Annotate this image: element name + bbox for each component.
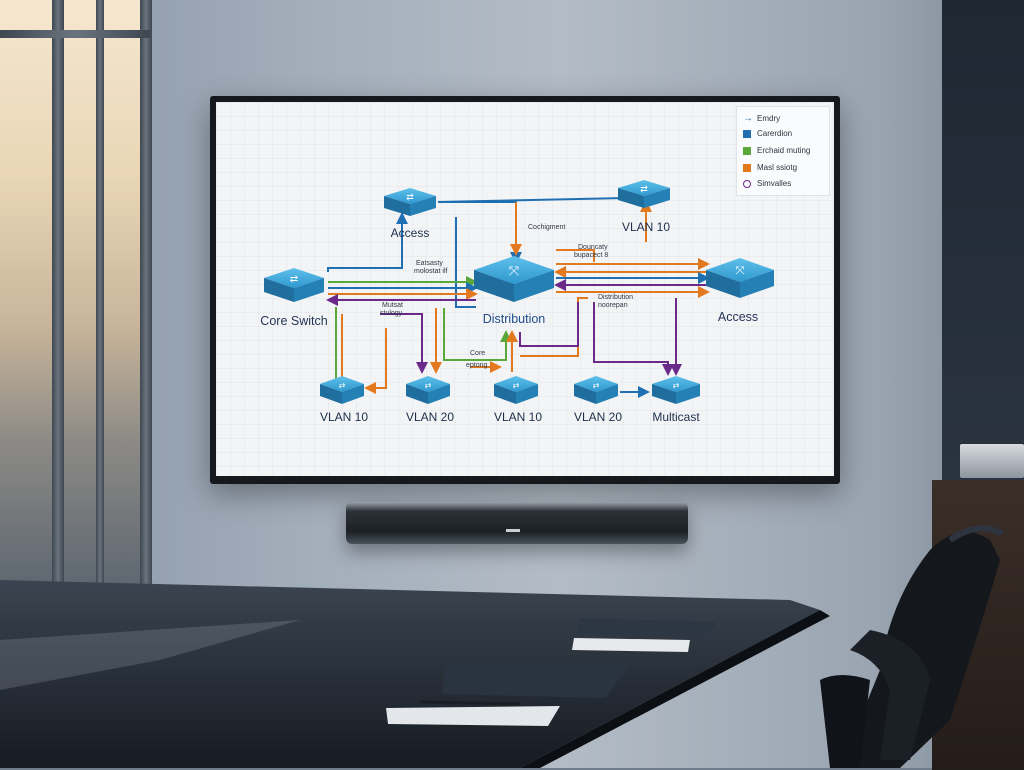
annotation-text: Mutsat [382, 302, 404, 309]
notepad-icon [572, 618, 716, 652]
soundbar [346, 502, 688, 544]
node-label-vlan10-a: VLAN 10 [319, 410, 369, 424]
svg-text:⇄: ⇄ [425, 381, 432, 390]
switch-icon: ⇄ [384, 188, 436, 216]
legend-item: →Emdry [743, 113, 781, 124]
node-label-core-switch: Core Switch [260, 314, 328, 328]
legend-item: Carerdion [743, 129, 792, 138]
switch-icon: ⇄ [652, 376, 700, 404]
svg-text:⤧: ⤧ [509, 263, 520, 278]
annotation-text: Eatsasty [416, 260, 443, 267]
annotation-text: eptong [466, 362, 488, 369]
link-line [455, 217, 476, 308]
legend-item: Simvalles [743, 179, 791, 188]
svg-text:⇄: ⇄ [673, 381, 680, 390]
square-icon [743, 163, 751, 172]
link-line [443, 308, 512, 361]
svg-text:⇄: ⇄ [593, 381, 600, 390]
notepad-icon [386, 662, 630, 726]
annotation-text: bupacect 8 [574, 252, 609, 259]
window [0, 0, 150, 590]
node-label-vlan10-top: VLAN 10 [621, 220, 671, 234]
window-transom [0, 30, 150, 38]
switch-icon: ⇄ [320, 376, 364, 404]
link-line [556, 249, 595, 262]
svg-text:⤧: ⤧ [736, 265, 745, 277]
svg-text:⇄: ⇄ [290, 274, 298, 285]
link-line [327, 212, 408, 272]
window-mullion [140, 0, 152, 590]
window-mullion [96, 0, 104, 590]
node-label-multicast: Multicast [652, 410, 700, 424]
svg-text:⇄: ⇄ [339, 381, 346, 390]
switch-icon: ⇄ [264, 268, 324, 302]
diagram-legend: →Emdry Carerdion Erchaid muting Masl ssi… [736, 106, 830, 196]
switch-icon: ⤧ [474, 256, 554, 302]
av-receiver [960, 444, 1024, 478]
network-diagram: ⇄ ⇄ ⇄ ⤧ [216, 102, 834, 476]
square-icon [743, 129, 751, 138]
link-line [380, 313, 428, 374]
annotation-text: stulogy [380, 310, 403, 317]
switch-icon: ⇄ [574, 376, 618, 404]
svg-text:⇄: ⇄ [406, 192, 414, 202]
switch-icon: ⤧ [706, 258, 774, 298]
node-label-vlan20-a: VLAN 20 [405, 410, 455, 424]
annotation-text: Distribution [598, 294, 634, 301]
legend-item: Erchaid muting [743, 146, 810, 155]
link-line [519, 302, 579, 347]
dark-corner-panel [942, 0, 1024, 490]
node-label-access-top: Access [390, 226, 430, 240]
svg-text:⇄: ⇄ [513, 381, 520, 390]
link-line [364, 328, 387, 394]
office-chair [820, 525, 1004, 768]
annotation-text: Cochigment [528, 224, 566, 231]
node-label-access-right: Access [717, 310, 759, 324]
legend-item: Masl ssiotg [743, 163, 797, 172]
link-line [593, 302, 674, 376]
annotation-text: molostat ilf [414, 268, 448, 275]
circle-icon [743, 179, 751, 188]
node-label-vlan10-b: VLAN 10 [493, 410, 543, 424]
display-screen: ⇄ ⇄ ⇄ ⤧ [216, 102, 834, 476]
annotation-text: noorepan [598, 302, 628, 309]
switch-icon: ⇄ [618, 180, 670, 208]
conference-table [0, 580, 830, 768]
switch-icon: ⇄ [494, 376, 538, 404]
svg-text:⇄: ⇄ [640, 184, 648, 194]
arrow-icon: → [743, 113, 753, 124]
window-mullion [52, 0, 64, 590]
node-label-distribution: Distribution [482, 312, 546, 326]
node-label-vlan20-b: VLAN 20 [573, 410, 623, 424]
annotation-text: Douncaty [578, 244, 608, 251]
link-line [437, 197, 627, 203]
annotation-text: Core [470, 350, 486, 357]
soundbar-logo [506, 529, 520, 532]
square-icon [743, 146, 751, 155]
switch-icon-group: ⇄ ⇄ ⇄ ⤧ [264, 180, 774, 404]
switch-icon: ⇄ [406, 376, 450, 404]
